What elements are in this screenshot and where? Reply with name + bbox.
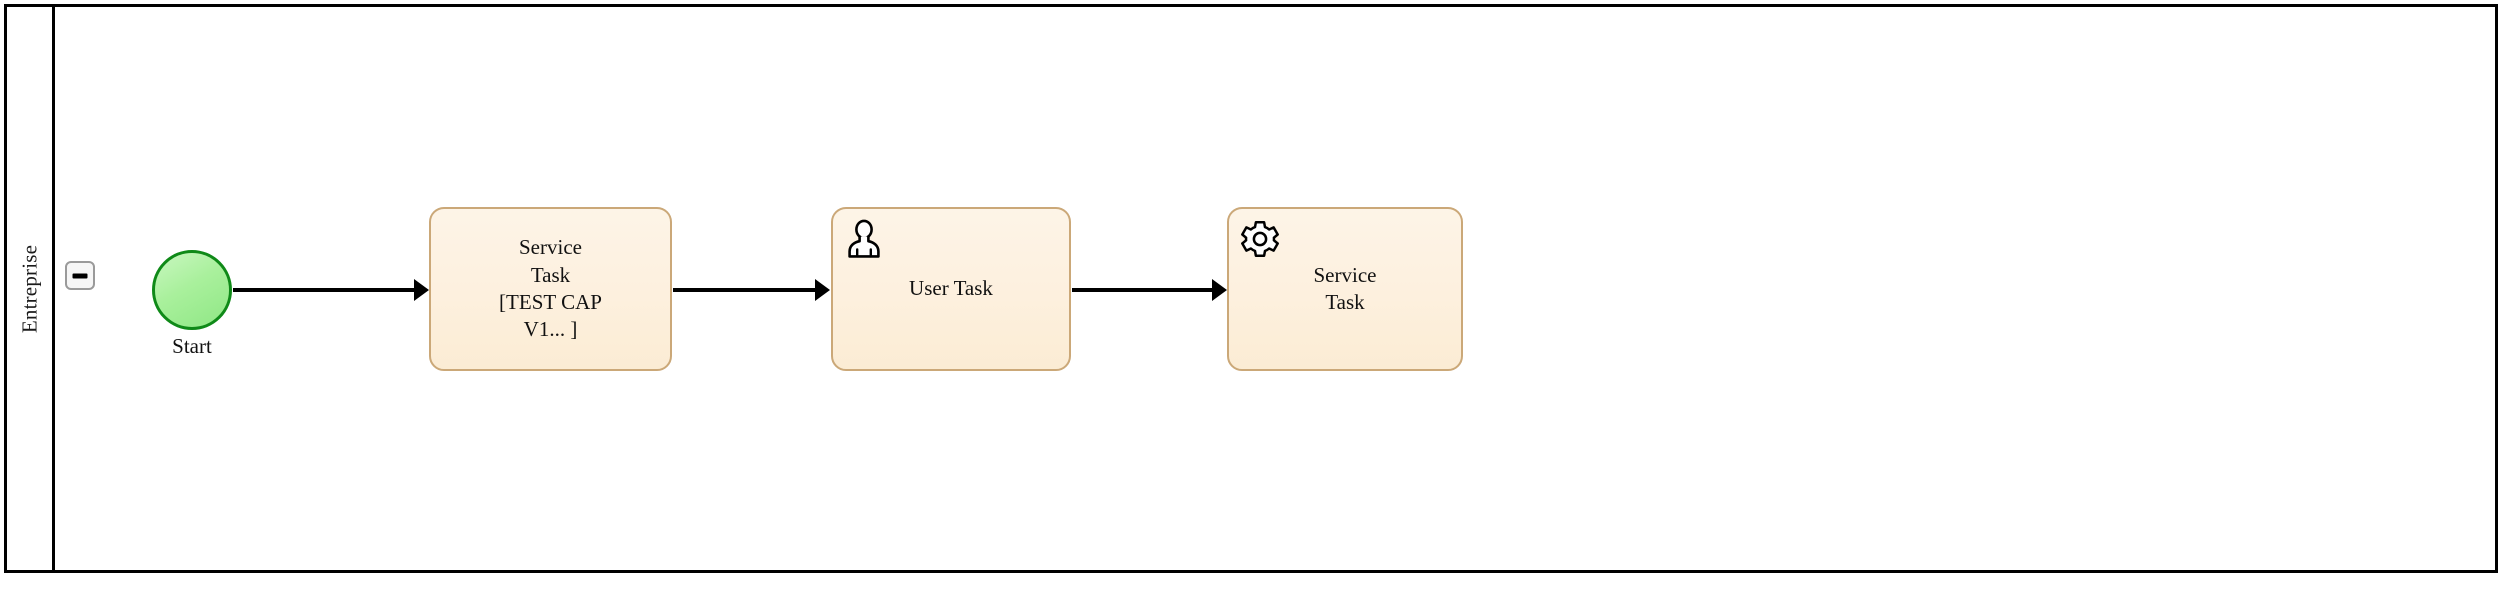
user-icon <box>843 218 885 260</box>
sequence-flow-service-task-1-to-user-task[interactable] <box>673 279 830 301</box>
bpmn-pool[interactable]: Entreprise Start Service Task [TEST CAP … <box>4 4 2498 573</box>
arrowhead-icon <box>1212 279 1227 301</box>
start-event-circle <box>152 250 232 330</box>
arrowhead-icon <box>815 279 830 301</box>
sequence-flow-user-task-to-service-task-2[interactable] <box>1072 279 1227 301</box>
sequence-flow-start-to-service-task-1[interactable] <box>233 279 429 301</box>
task-service-task-2[interactable]: Service Task <box>1227 207 1463 371</box>
task-user-task[interactable]: User Task <box>831 207 1071 371</box>
arrowhead-icon <box>414 279 429 301</box>
task-service-task-1[interactable]: Service Task [TEST CAP V1... ] <box>429 207 672 371</box>
pool-name-label: Entreprise <box>17 244 41 333</box>
start-event[interactable]: Start <box>152 250 232 358</box>
gear-icon <box>1239 218 1281 260</box>
pool-header[interactable]: Entreprise <box>7 7 55 570</box>
start-event-label: Start <box>172 334 212 358</box>
collapse-pool-button[interactable] <box>65 261 95 290</box>
task-label: Service Task <box>1313 262 1377 314</box>
task-label: User Task <box>909 276 993 301</box>
task-label: Service Task [TEST CAP V1... ] <box>499 235 602 342</box>
lane-body: Start Service Task [TEST CAP V1... ] <box>55 7 2495 570</box>
minus-icon <box>72 273 88 278</box>
